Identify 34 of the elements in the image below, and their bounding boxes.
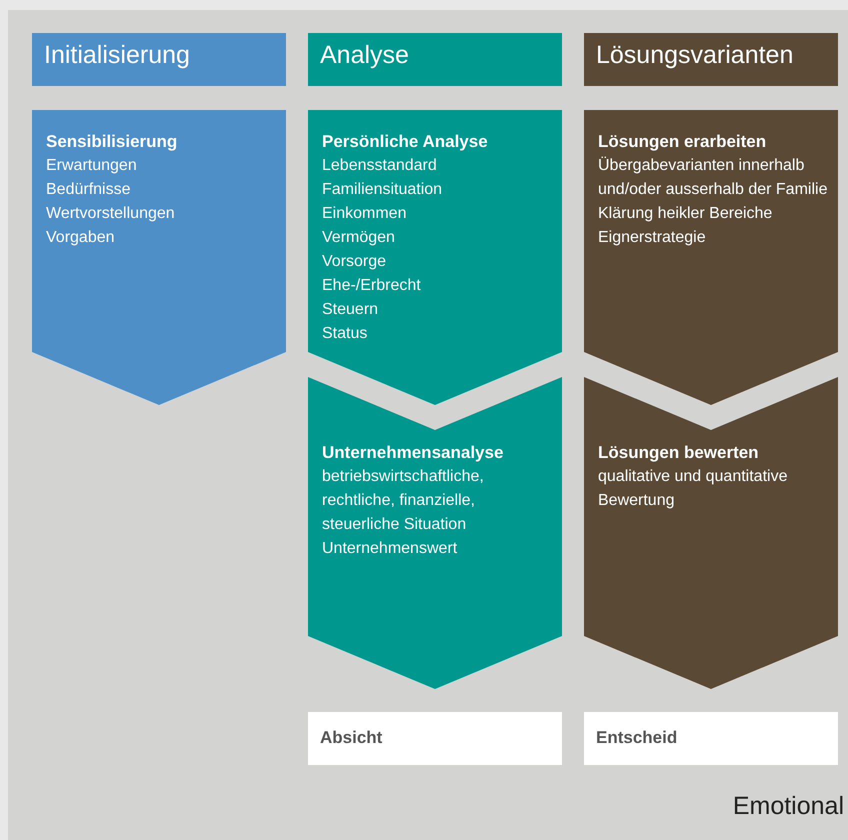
step-item: Eignerstrategie xyxy=(598,228,707,248)
phase-header: Lösungsvarianten xyxy=(584,33,838,86)
result-box: Entscheid xyxy=(584,712,838,765)
result-box: Absicht xyxy=(308,712,562,765)
chevron-step xyxy=(584,110,838,405)
chevron-step xyxy=(32,110,286,405)
axis-label: Emotional xyxy=(732,792,844,821)
step-item: qualitative und quantitative Bewertung xyxy=(598,467,788,511)
step-heading: Sensibilisierung xyxy=(46,131,178,153)
chevron-step xyxy=(308,110,562,405)
step-heading: Unternehmensanalyse xyxy=(322,442,504,464)
step-item: Vorsorge xyxy=(322,252,388,272)
step-item: Ehe-/Erbrecht xyxy=(322,276,422,296)
step-item: Status xyxy=(322,324,368,344)
step-item: Unternehmenswert xyxy=(322,539,458,559)
step-item: Vermögen xyxy=(322,228,396,248)
step-item: Klärung heikler Bereiche xyxy=(598,204,774,224)
phase-header: Initialisierung xyxy=(32,33,286,86)
step-item: betriebswirtschaftliche, rechtliche, finanzielle, steuerliche Situation xyxy=(322,467,485,535)
step-item: Wertvorstellungen xyxy=(46,204,176,224)
step-item: Erwartungen xyxy=(46,156,138,176)
chevron-step xyxy=(308,377,562,689)
step-item: Übergabevarianten innerhalb und/oder ausserhalb der Familie xyxy=(598,156,828,200)
step-heading: Lösungen bewerten xyxy=(598,442,760,464)
step-heading: Persönliche Analyse xyxy=(322,131,489,153)
phase-header: Analyse xyxy=(308,33,562,86)
step-item: Bedürfnisse xyxy=(46,180,132,200)
step-heading: Lösungen erarbeiten xyxy=(598,131,768,153)
step-item: Vorgaben xyxy=(46,228,116,248)
step-item: Einkommen xyxy=(322,204,408,224)
step-item: Lebensstandard xyxy=(322,156,438,176)
chevron-step xyxy=(584,377,838,689)
step-item: Steuern xyxy=(322,300,380,320)
step-item: Familiensituation xyxy=(322,180,444,200)
